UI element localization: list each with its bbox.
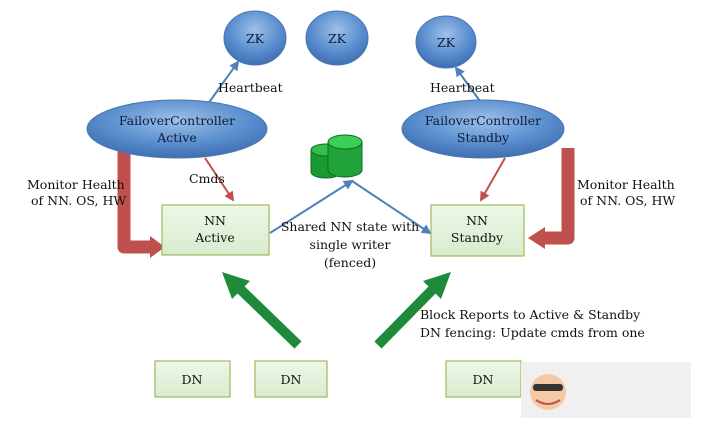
- heartbeat-arrow-left: [204, 60, 240, 109]
- shared-state-label-line3: (fenced): [323, 255, 377, 270]
- failover-standby-title: FailoverController: [425, 113, 541, 128]
- dn-box-2-label: DN: [281, 372, 302, 387]
- nn-standby-box: NN Standby: [430, 204, 525, 257]
- monitor-health-label-left-line2: of NN. OS, HW: [31, 193, 127, 208]
- zk-node-2-label: ZK: [328, 31, 347, 46]
- shared-state-arrow-active: [269, 179, 354, 234]
- monitor-health-arrow-right: [545, 148, 575, 245]
- nn-active-state: Active: [194, 230, 235, 245]
- block-report-arrow-left: [222, 272, 302, 349]
- failover-standby-state: Standby: [457, 130, 510, 145]
- failover-controller-standby: FailoverController Standby: [401, 99, 565, 159]
- nn-standby-title: NN: [466, 213, 488, 228]
- block-report-arrow-right: [374, 272, 451, 349]
- zk-node-2: ZK: [305, 10, 369, 66]
- cmds-arrow-standby: [480, 157, 506, 202]
- failover-active-state: Active: [156, 130, 197, 145]
- zk-node-3: ZK: [415, 15, 477, 69]
- monitor-health-arrowhead-right: [528, 227, 545, 249]
- monitor-health-arrow-left: [117, 148, 150, 254]
- monitor-health-label-right-line1: Monitor Health: [577, 177, 675, 192]
- failover-controller-active: FailoverController Active: [86, 99, 268, 159]
- shared-state-label-line1: Shared NN state with: [280, 219, 420, 234]
- monitor-health-label-left-line1: Monitor Health: [27, 177, 125, 192]
- nn-standby-state: Standby: [451, 230, 504, 245]
- nn-active-title: NN: [204, 213, 226, 228]
- block-reports-label-line2: DN fencing: Update cmds from one: [420, 325, 645, 340]
- watermark-badge-icon: [521, 362, 691, 418]
- shared-state-arrow-standby: [351, 180, 432, 235]
- shared-storage-database-icon: [310, 134, 363, 179]
- cmds-label: Cmds: [189, 171, 225, 186]
- zk-node-1-label: ZK: [246, 31, 265, 46]
- nn-active-box: NN Active: [161, 204, 270, 256]
- heartbeat-label-left: Heartbeat: [218, 80, 283, 95]
- zk-node-1: ZK: [223, 10, 287, 66]
- heartbeat-label-right: Heartbeat: [430, 80, 495, 95]
- dn-box-3: DN: [445, 360, 522, 398]
- block-reports-label-line1: Block Reports to Active & Standby: [420, 307, 641, 322]
- monitor-health-arrowhead-left: [150, 236, 165, 258]
- cmds-arrow-active: [204, 157, 235, 202]
- dn-box-1-label: DN: [182, 372, 203, 387]
- dn-box-3-label: DN: [473, 372, 494, 387]
- monitor-health-label-right-line2: of NN. OS, HW: [580, 193, 676, 208]
- shared-state-label-line2: single writer: [309, 237, 391, 252]
- zk-node-3-label: ZK: [437, 35, 456, 50]
- dn-box-1: DN: [154, 360, 231, 398]
- failover-active-title: FailoverController: [119, 113, 235, 128]
- dn-box-2: DN: [254, 360, 328, 398]
